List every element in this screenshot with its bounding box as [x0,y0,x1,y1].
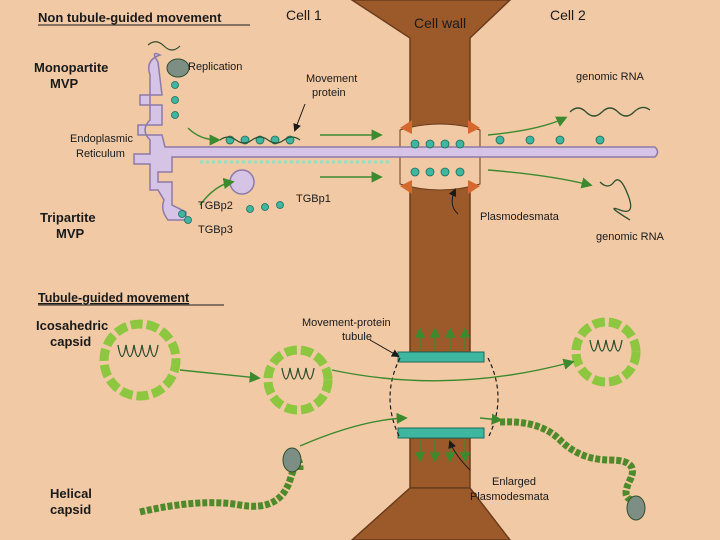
label-reticulum: Reticulum [76,148,125,160]
mp-tubule-upper [397,327,485,363]
capsid-middle [263,345,333,415]
label-helical-capsid: capsid [50,502,91,517]
helical-capsid-right [499,418,636,504]
genomic-rna-top-strand [569,106,651,117]
helical-capsid-left-cap [282,447,302,473]
label-tgbp3: TGBp3 [198,224,233,236]
cell-wall-lower [409,437,471,489]
label-mp-tubule-2: tubule [342,331,372,343]
label-plasmodesmata: Plasmodesmata [480,211,560,223]
replication-rna-strand [147,41,181,51]
label-tripartite-mvp: MVP [56,226,85,241]
replication-complex [166,58,190,78]
mp-tubule-lower [397,427,485,463]
enlarged-plasmodesmata-outline [389,357,499,439]
label-cell-wall: Cell wall [414,15,466,31]
label-tgbp1: TGBp1 [296,193,331,205]
tubule-arrows [179,358,575,447]
label-mp-tubule: Movement-protein [302,317,391,329]
label-cell-2: Cell 2 [550,7,586,23]
cell-wall-middle [409,181,471,353]
genomic-rna-bottom-strand [599,179,632,221]
label-icosahedric-capsid: capsid [50,334,91,349]
label-cell-1: Cell 1 [286,7,322,23]
movement-protein-beads [171,81,605,224]
label-protein: protein [312,87,346,99]
helical-capsid-right-cap [626,495,646,521]
label-icosahedric: Icosahedric [36,318,108,333]
label-enlarged: Enlarged [492,476,536,488]
label-enlarged-plasmodesmata: Plasmodesmata [470,491,550,503]
capsid-right [571,317,641,387]
label-pointers [293,103,471,471]
endoplasmic-reticulum [133,52,659,221]
label-genomic-rna-top: genomic RNA [576,71,645,83]
capsid-left [99,319,181,401]
header-tubule: Tubule-guided movement [38,291,190,305]
label-replication: Replication [188,61,242,73]
tgb-vesicle [229,169,255,195]
non-tubule-arrows [187,116,593,206]
label-genomic-rna-bottom: genomic RNA [596,231,665,243]
label-monopartite-mvp: MVP [50,76,79,91]
header-non-tubule: Non tubule-guided movement [38,10,222,25]
label-monopartite: Monopartite [34,60,108,75]
label-helical: Helical [50,486,92,501]
label-tgbp2: TGBp2 [198,200,233,212]
label-tripartite: Tripartite [40,210,96,225]
label-movement: Movement [306,73,357,85]
cell-wall-base [350,487,511,540]
movement-protein-rna [219,136,301,144]
label-endoplasmic: Endoplasmic [70,133,133,145]
